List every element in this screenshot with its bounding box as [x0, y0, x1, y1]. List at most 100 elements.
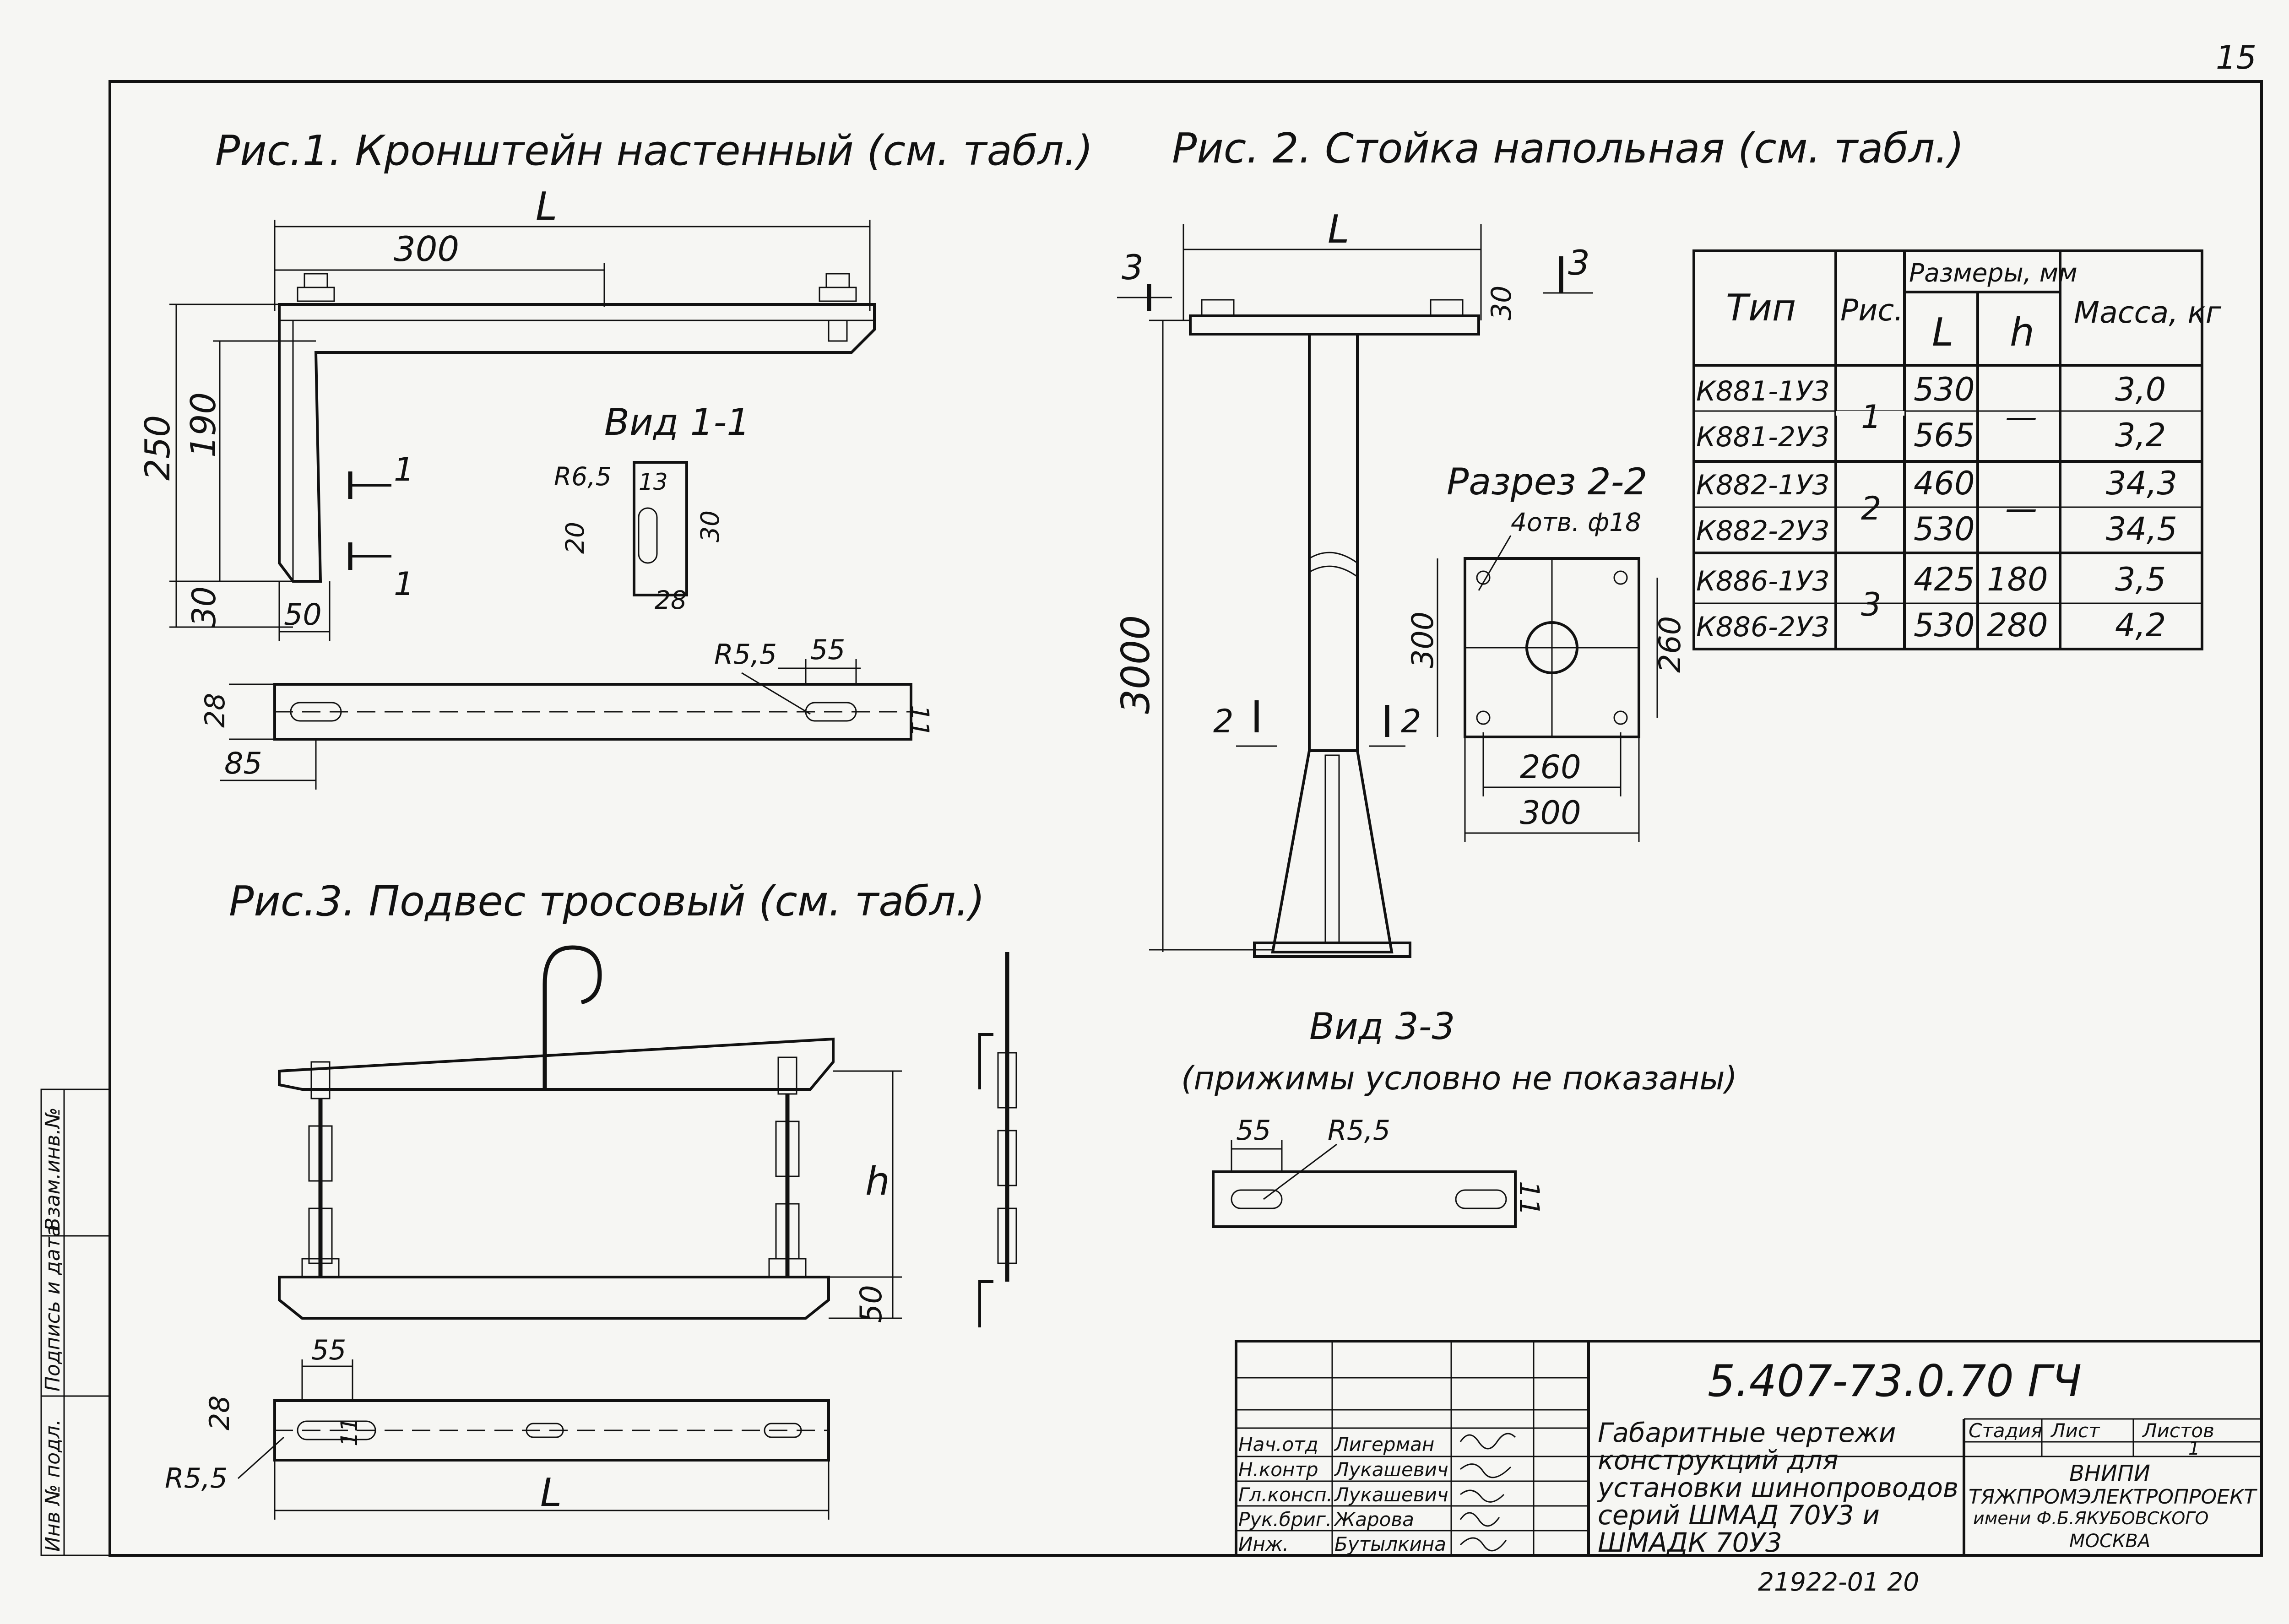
- figure-2-floor-stand: Рис. 2. Стойка напольная (см. табл.) L 3…: [1113, 125, 1964, 958]
- fig3-side-view: [978, 952, 1017, 1327]
- view33-note: (прижимы условно не показаны): [1181, 1060, 1737, 1097]
- tb-desc: Габаритные чертежи: [1598, 1417, 1896, 1448]
- view33-radius: R5,5: [1328, 1115, 1390, 1147]
- fig1-bolt-left: [297, 273, 335, 302]
- fig1-dim-11: 11: [905, 705, 934, 737]
- table-row-type: К881-1У3: [1696, 375, 1830, 407]
- fig1-dim-28: 28: [199, 693, 231, 728]
- tb-stage-label: Стадия: [1969, 1419, 2042, 1442]
- fig1-dim-300: 300: [394, 229, 459, 269]
- table-header-mass: Масса, кг: [2074, 296, 2222, 330]
- table-row-h: —: [2005, 398, 2037, 436]
- org-line: ТЯЖПРОМЭЛЕКТРОПРОЕКТ: [1969, 1485, 2257, 1509]
- fig1-section-1a: 1: [394, 451, 414, 488]
- bottom-code: 21922-01 20: [1758, 1567, 1919, 1597]
- fig2-title: Рис. 2. Стойка напольная (см. табл.): [1172, 125, 1964, 173]
- table-row-fig: 1: [1861, 398, 1882, 436]
- table-row-type: К886-2У3: [1696, 611, 1830, 643]
- tb-name: Бутылкина: [1334, 1533, 1446, 1555]
- tb-role: Нач.отд: [1238, 1433, 1318, 1456]
- table-row-type: К882-2У3: [1696, 515, 1830, 547]
- title-block: 5.407-73.0.70 ГЧ Нач.отд Н.контр Гл.конс…: [1235, 1340, 2263, 1558]
- tb-name: Лигерман: [1334, 1433, 1434, 1456]
- mass-table: Тип Рис. Размеры, мм L h Масса, кг К881-…: [1692, 249, 2222, 650]
- fig3-dim-28: 28: [204, 1396, 236, 1430]
- table-row-mass: 3,2: [2115, 417, 2166, 454]
- fig3-dim-L: L: [540, 1470, 562, 1516]
- tb-desc: установки шинопроводов: [1597, 1472, 1958, 1503]
- table-row-L: 530: [1914, 510, 1975, 548]
- fig1-title: Рис.1. Кронштейн настенный (см. табл.): [215, 127, 1093, 175]
- stamp-inv-label: Инв № подл.: [41, 1419, 65, 1552]
- fig3-dim-50: 50: [854, 1285, 889, 1323]
- side-stamp: Инв № подл. Подпись и дата Взам.инв.№: [40, 1088, 111, 1556]
- table-row-L: 530: [1914, 371, 1975, 408]
- table-row-L: 565: [1914, 417, 1975, 454]
- table-row-mass: 4,2: [2115, 606, 2166, 644]
- section22-dim-300v: 300: [1406, 612, 1440, 668]
- table-header-type: Тип: [1726, 287, 1796, 329]
- fig1-bolt-right: [819, 273, 857, 342]
- fig2-dim-3000: 3000: [1113, 615, 1159, 714]
- tb-role: Инж.: [1238, 1533, 1289, 1555]
- stamp-sign-label: Подпись и дата: [41, 1225, 65, 1391]
- fig1-dim-190: 190: [183, 392, 223, 458]
- table-header-fig: Рис.: [1840, 293, 1904, 328]
- fig1-dim-55: 55: [810, 634, 845, 666]
- table-row-h: 180: [1987, 561, 2048, 598]
- fig3-rod-left: [301, 1061, 340, 1278]
- view-3-3: Вид 3-3 (прижимы условно не показаны) 55…: [1181, 1005, 1737, 1228]
- table-row-mass: 3,5: [2115, 561, 2166, 598]
- table-row-mass: 34,3: [2106, 465, 2177, 502]
- section22-dim-300h: 300: [1520, 794, 1581, 832]
- org-line: ВНИПИ: [2069, 1461, 2150, 1486]
- fig2-section-2b: 2: [1401, 703, 1421, 740]
- view33-title: Вид 3-3: [1309, 1005, 1455, 1048]
- signatures: [1459, 1433, 1516, 1552]
- table-row-L: 425: [1914, 561, 1975, 598]
- tb-role: Н.контр: [1238, 1458, 1318, 1481]
- tb-sheets-label: Листов: [2142, 1419, 2214, 1442]
- table-row-fig: 3: [1861, 586, 1882, 623]
- stamp-replace-label: Взам.инв.№: [41, 1107, 65, 1231]
- fig1-radius: R5,5: [714, 639, 777, 671]
- fig1-dim-85: 85: [224, 747, 262, 781]
- view11-dim-20: 20: [560, 522, 590, 554]
- table-header-L: L: [1932, 310, 1953, 355]
- section22-dim-260h: 260: [1520, 748, 1581, 786]
- fig2-section-2a: 2: [1213, 703, 1234, 740]
- org-line: имени Ф.Б.ЯКУБОВСКОГО: [1973, 1508, 2208, 1528]
- view33-dim-55: 55: [1236, 1115, 1271, 1147]
- figure-1-wall-bracket: Рис.1. Кронштейн настенный (см. табл.) L…: [137, 127, 1093, 790]
- view11-dim-13: 13: [639, 469, 668, 495]
- fig2-dim-30: 30: [1486, 286, 1518, 320]
- view33-dim-11: 11: [1513, 1181, 1545, 1216]
- fig3-dim-55: 55: [311, 1334, 346, 1366]
- tb-sheet-label: Лист: [2050, 1419, 2100, 1442]
- table-row-mass: 3,0: [2115, 371, 2166, 408]
- tb-role: Рук.бриг.: [1238, 1508, 1332, 1531]
- tb-name: Лукашевич: [1334, 1458, 1448, 1481]
- table-row-fig: 2: [1861, 490, 1882, 527]
- figure-3-cable-hanger: Рис.3. Подвес тросовый (см. табл.) h: [165, 877, 1017, 1520]
- org-line: МОСКВА: [2069, 1531, 2150, 1552]
- section22-dim-260v: 260: [1653, 616, 1687, 673]
- sheet-frame: [108, 80, 2263, 1557]
- fig3-radius: R5,5: [165, 1462, 228, 1494]
- page-number: 15: [2216, 39, 2256, 76]
- fig1-dim-250: 250: [137, 415, 178, 481]
- view11-radius: R6,5: [554, 462, 612, 491]
- view11-dim-30: 30: [695, 510, 725, 542]
- table-header-sizes: Размеры, мм: [1909, 258, 2077, 287]
- fig2-dim-L: L: [1328, 207, 1349, 252]
- fig1-section-1b: 1: [394, 565, 414, 603]
- section22-title: Разрез 2-2: [1447, 460, 1647, 503]
- table-row-L: 530: [1914, 606, 1975, 644]
- tb-desc: ШМАДК 70У3: [1598, 1527, 1782, 1558]
- table-row-type: К882-1У3: [1696, 469, 1830, 501]
- table-row-mass: 34,5: [2106, 510, 2177, 548]
- fig3-rod-right: [768, 1056, 807, 1278]
- fig2-section-3a: 3: [1122, 247, 1144, 287]
- fig2-section-3b: 3: [1568, 243, 1590, 283]
